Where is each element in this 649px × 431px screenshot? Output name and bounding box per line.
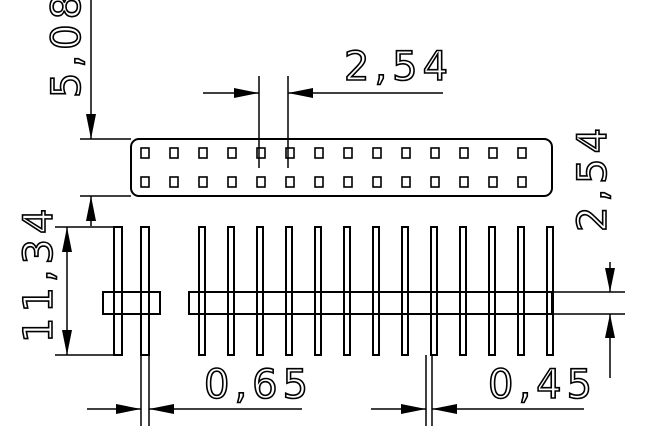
pin-square <box>430 147 440 159</box>
side-view <box>188 226 554 356</box>
pin-square <box>285 176 295 188</box>
pin-square <box>285 147 295 159</box>
pin-square <box>198 176 208 188</box>
dim-label-row-pitch: 2,54 <box>570 123 616 232</box>
pin-square <box>401 147 411 159</box>
top-view <box>130 138 553 197</box>
pin-square <box>314 176 324 188</box>
pin-square <box>517 176 527 188</box>
pin-square <box>401 176 411 188</box>
pin-square <box>227 176 237 188</box>
pin-squares <box>140 147 527 188</box>
pin-square <box>140 176 150 188</box>
end-body <box>102 291 161 315</box>
pin-square <box>343 176 353 188</box>
dim-label-pin-thickness: 0,45 <box>488 362 597 408</box>
dim-pin-length: 11,34 <box>15 203 114 356</box>
pin-square <box>198 147 208 159</box>
pin-square <box>372 176 382 188</box>
pin-square <box>372 147 382 159</box>
pin-square <box>488 176 498 188</box>
dim-row-pitch: 2,54 <box>552 122 625 378</box>
dim-pin-pitch: 2,54 <box>203 43 453 168</box>
pin-square <box>256 147 266 159</box>
end-view <box>102 226 161 356</box>
dim-label-header-height: 5,08 <box>44 0 90 98</box>
side-pin-lines <box>198 292 554 314</box>
pin-square <box>140 147 150 159</box>
pin-square <box>488 147 498 159</box>
pin-square <box>256 176 266 188</box>
dim-pin-width: 0,65 <box>87 355 313 426</box>
side-body <box>188 291 553 315</box>
pin-square <box>430 176 440 188</box>
pin-square <box>227 147 237 159</box>
dim-header-height: 5,08 <box>43 0 131 226</box>
dim-pin-thickness: 0,45 <box>371 355 597 426</box>
pin-square <box>517 147 527 159</box>
header-body-top <box>130 138 553 197</box>
pin-square <box>459 147 469 159</box>
dim-label-pin-width: 0,65 <box>204 362 313 408</box>
pin-square <box>314 147 324 159</box>
dim-label-pin-length: 11,34 <box>16 203 62 343</box>
pin-square <box>459 176 469 188</box>
pin-square <box>169 176 179 188</box>
pin-square <box>169 147 179 159</box>
dim-label-pin-pitch: 2,54 <box>344 44 453 90</box>
pin-square <box>343 147 353 159</box>
